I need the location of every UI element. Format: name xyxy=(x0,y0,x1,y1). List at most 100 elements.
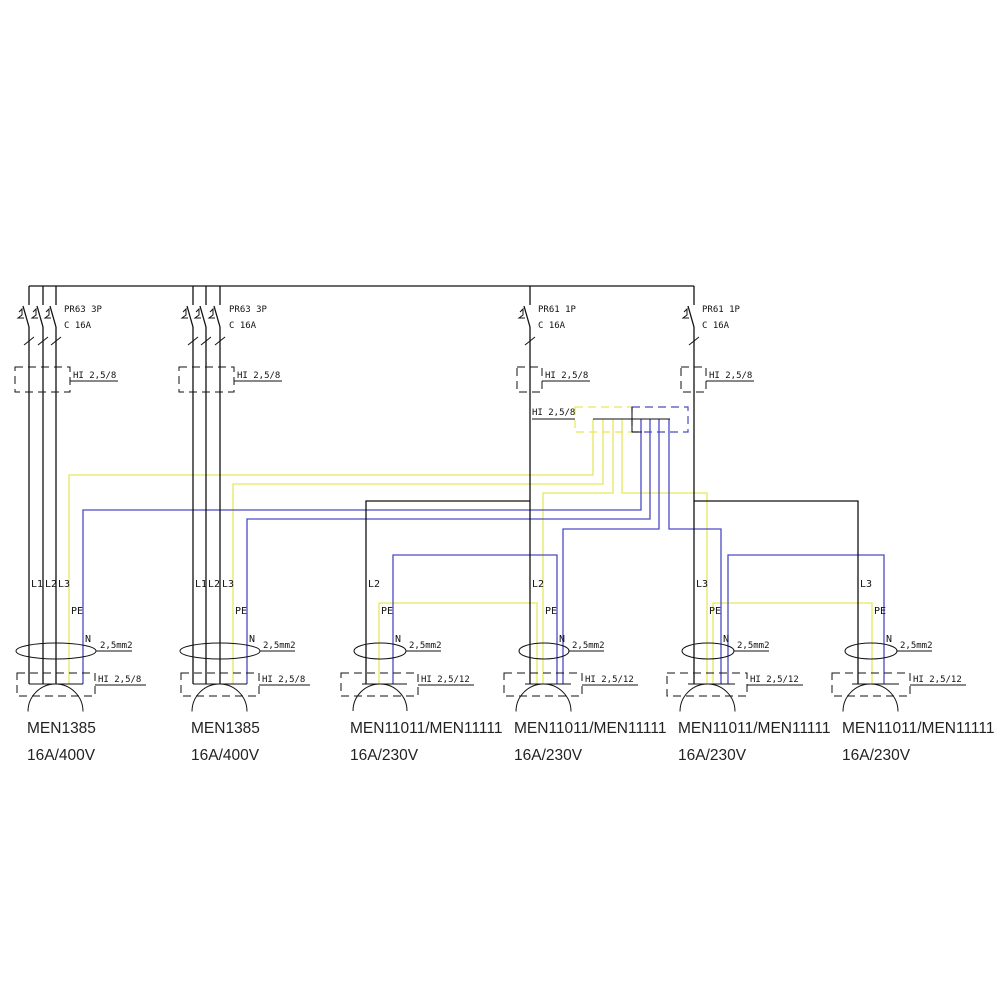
overcurrent-trip-icon xyxy=(43,307,51,319)
socket-outlet-icon xyxy=(515,683,572,712)
switch-blade xyxy=(186,305,194,328)
breaker-pole xyxy=(193,286,212,684)
terminal-block-label: HI 2,5/8 xyxy=(545,371,588,381)
switch-blade xyxy=(36,305,44,328)
breaker-model-label: PR61 1P xyxy=(702,305,741,315)
conductor-label: N xyxy=(395,634,401,645)
conductor-label: L3 xyxy=(860,579,872,590)
outlet-terminal-block xyxy=(16,672,96,697)
neutral-wire xyxy=(727,554,885,684)
protective-earth-wire xyxy=(542,419,614,684)
breaker-rating-label: C 16A xyxy=(64,321,92,331)
cable-size-label: 2,5mm2 xyxy=(263,641,296,651)
breaker-model-label: PR63 3P xyxy=(229,305,268,315)
overcurrent-trip-icon xyxy=(517,307,525,319)
outlet-terminal-label: HI 2,5/12 xyxy=(750,675,799,685)
protective-earth-wire xyxy=(621,419,708,684)
outlet-rating-label: 16A/230V xyxy=(842,747,911,764)
conductor-label: N xyxy=(249,634,255,645)
breaker-pole xyxy=(517,286,536,684)
conductor-label: PE xyxy=(71,606,83,617)
outlet-model-label: MEN11011/MEN11111 xyxy=(678,720,831,737)
conductor-label: PE xyxy=(545,606,557,617)
overcurrent-trip-icon xyxy=(193,307,201,319)
cable-bundle-icon xyxy=(681,642,735,660)
socket-outlet-icon xyxy=(842,683,899,712)
outlet-rating-label: 16A/400V xyxy=(191,747,260,764)
cable-bundle-icon xyxy=(353,642,407,660)
conductor-label: L1 xyxy=(195,579,207,590)
conductor-label: L3 xyxy=(58,579,70,590)
breaker-rating-label: C 16A xyxy=(229,321,257,331)
overcurrent-trip-icon xyxy=(180,307,188,319)
conductor-label: L2 xyxy=(368,579,380,590)
pe-n-distribution-terminal: HI 2,5/8 xyxy=(532,406,689,433)
conductor-label: N xyxy=(886,634,892,645)
outlet-model-label: MEN11011/MEN11111 xyxy=(842,720,995,737)
outlet-model-label: MEN1385 xyxy=(27,720,96,737)
cable-bundle-icon xyxy=(518,642,570,660)
circuit-breaker-4: PR61 1P C 16A HI 2,5/8 xyxy=(680,286,754,684)
outlet-terminal-label: HI 2,5/12 xyxy=(913,675,962,685)
outlet-terminal-label: HI 2,5/8 xyxy=(98,675,141,685)
overcurrent-trip-icon xyxy=(207,307,215,319)
breaker-pole xyxy=(30,286,49,684)
switch-blade xyxy=(49,305,57,328)
switch-blade xyxy=(213,305,221,328)
conductor-label: PE xyxy=(381,606,393,617)
switch-blade xyxy=(687,305,695,328)
outlet-terminal-block xyxy=(340,672,419,697)
outlet-rating-label: 16A/230V xyxy=(350,747,419,764)
conductor-label: L3 xyxy=(222,579,234,590)
terminal-block xyxy=(178,366,235,393)
outlet-rating-label: 16A/400V xyxy=(27,747,96,764)
neutral-wire xyxy=(562,419,660,684)
conductor-label: N xyxy=(559,634,565,645)
circuit-breaker-2: PR63 3P C 16A HI 2,5/8 xyxy=(178,286,282,684)
neutral-wire xyxy=(668,419,722,684)
socket-outlet-icon xyxy=(191,683,248,712)
outlet-terminal-block xyxy=(503,672,583,697)
breaker-pole xyxy=(43,286,62,684)
breaker-rating-label: C 16A xyxy=(538,321,566,331)
breaker-pole xyxy=(207,286,226,684)
conductor-label: L1 xyxy=(31,579,43,590)
outlet-model-label: MEN11011/MEN11111 xyxy=(514,720,667,737)
breaker-rating-label: C 16A xyxy=(702,321,730,331)
overcurrent-trip-icon xyxy=(681,307,689,319)
protective-earth-wire xyxy=(378,602,538,684)
conductor-label: N xyxy=(85,634,91,645)
overcurrent-trip-icon xyxy=(30,307,38,319)
conductor-label: N xyxy=(723,634,729,645)
conductor-label: L2 xyxy=(45,579,57,590)
phase-l3-branch-wire xyxy=(694,500,859,684)
switch-blade xyxy=(22,305,30,328)
terminal-block-label: HI 2,5/8 xyxy=(709,371,752,381)
terminal-block-label: HI 2,5/8 xyxy=(237,371,280,381)
neutral-wire xyxy=(82,419,642,684)
protective-earth-wire xyxy=(68,419,594,684)
overcurrent-trip-icon xyxy=(16,307,24,319)
outlet-terminal-block xyxy=(180,672,260,697)
cable-size-label: 2,5mm2 xyxy=(900,641,933,651)
outlet-rating-label: 16A/230V xyxy=(514,747,583,764)
conductor-label: PE xyxy=(874,606,886,617)
distribution-terminal-label: HI 2,5/8 xyxy=(532,408,575,418)
cable-size-label: 2,5mm2 xyxy=(572,641,605,651)
conductor-label: PE xyxy=(235,606,247,617)
breaker-pole xyxy=(180,286,199,684)
protective-earth-wire xyxy=(232,419,604,684)
cable-size-label: 2,5mm2 xyxy=(100,641,133,651)
breaker-pole xyxy=(16,286,35,684)
outlet-rating-label: 16A/230V xyxy=(678,747,747,764)
outlet-model-label: MEN1385 xyxy=(191,720,260,737)
socket-outlet-icon xyxy=(679,683,736,712)
